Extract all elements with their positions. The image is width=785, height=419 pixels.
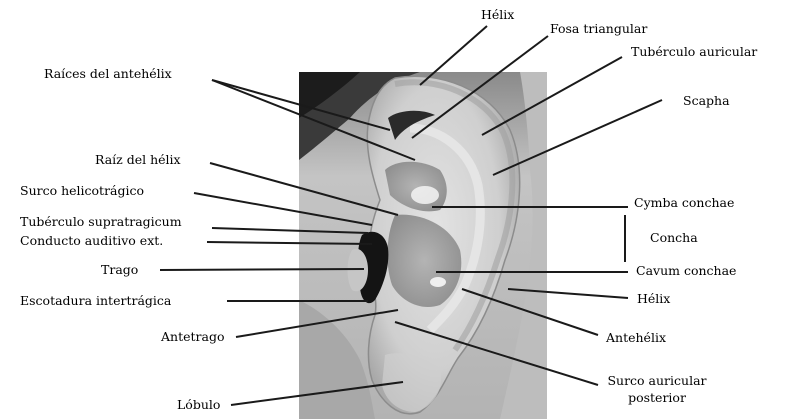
label-tuberculo-supratragicum: Tubérculo supratragicum [20,215,182,229]
line-trago [160,269,364,270]
label-tuberculo-auricular: Tubérculo auricular [631,45,757,59]
label-antehelix: Antehélix [606,331,666,345]
label-cavum-conchae: Cavum conchae [636,264,736,278]
label-antetrago: Antetrago [161,330,224,344]
label-scapha: Scapha [683,94,730,108]
label-surco-auricular-line2: posterior [598,391,716,405]
label-escotadura-intertragica: Escotadura intertrágica [20,294,171,308]
label-concha: Concha [650,231,698,245]
label-trago: Trago [101,263,138,277]
label-cymba-conchae: Cymba conchae [634,196,734,210]
label-surco-auricular-line1: Surco auricular [598,374,716,388]
label-helix-top: Hélix [481,8,514,22]
label-raiz-helix: Raíz del hélix [95,153,181,167]
label-fosa-triangular: Fosa triangular [550,22,647,36]
label-surco-helicotragico: Surco helicotrágico [20,184,144,198]
label-lobulo: Lóbulo [177,398,220,412]
ear-photo [299,72,547,419]
label-surco-auricular: Surco auricular posterior [598,374,716,405]
label-conducto-auditivo: Conducto auditivo ext. [20,234,163,248]
label-raices-antehelix: Raíces del antehélix [44,67,172,81]
label-helix-lower: Hélix [637,292,670,306]
